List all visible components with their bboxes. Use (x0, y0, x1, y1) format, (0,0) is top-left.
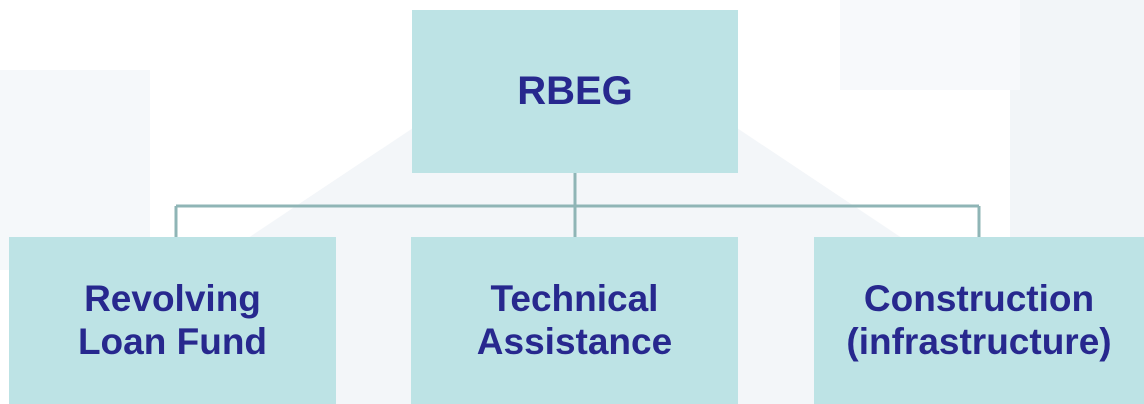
root-node-label: RBEG (517, 69, 633, 113)
child-node-label: Revolving Loan Fund (77, 277, 268, 362)
child-node-revolving-loan-fund: Revolving Loan Fund (9, 237, 336, 404)
background-panel-left (0, 70, 150, 270)
root-node-rbeg: RBEG (412, 10, 738, 173)
background-panel-top-right (840, 0, 1020, 90)
child-node-construction: Construction (infrastructure) (814, 237, 1144, 404)
child-node-label: Technical Assistance (476, 277, 673, 362)
child-node-label: Construction (infrastructure) (846, 277, 1112, 362)
child-node-technical-assistance: Technical Assistance (411, 237, 738, 404)
